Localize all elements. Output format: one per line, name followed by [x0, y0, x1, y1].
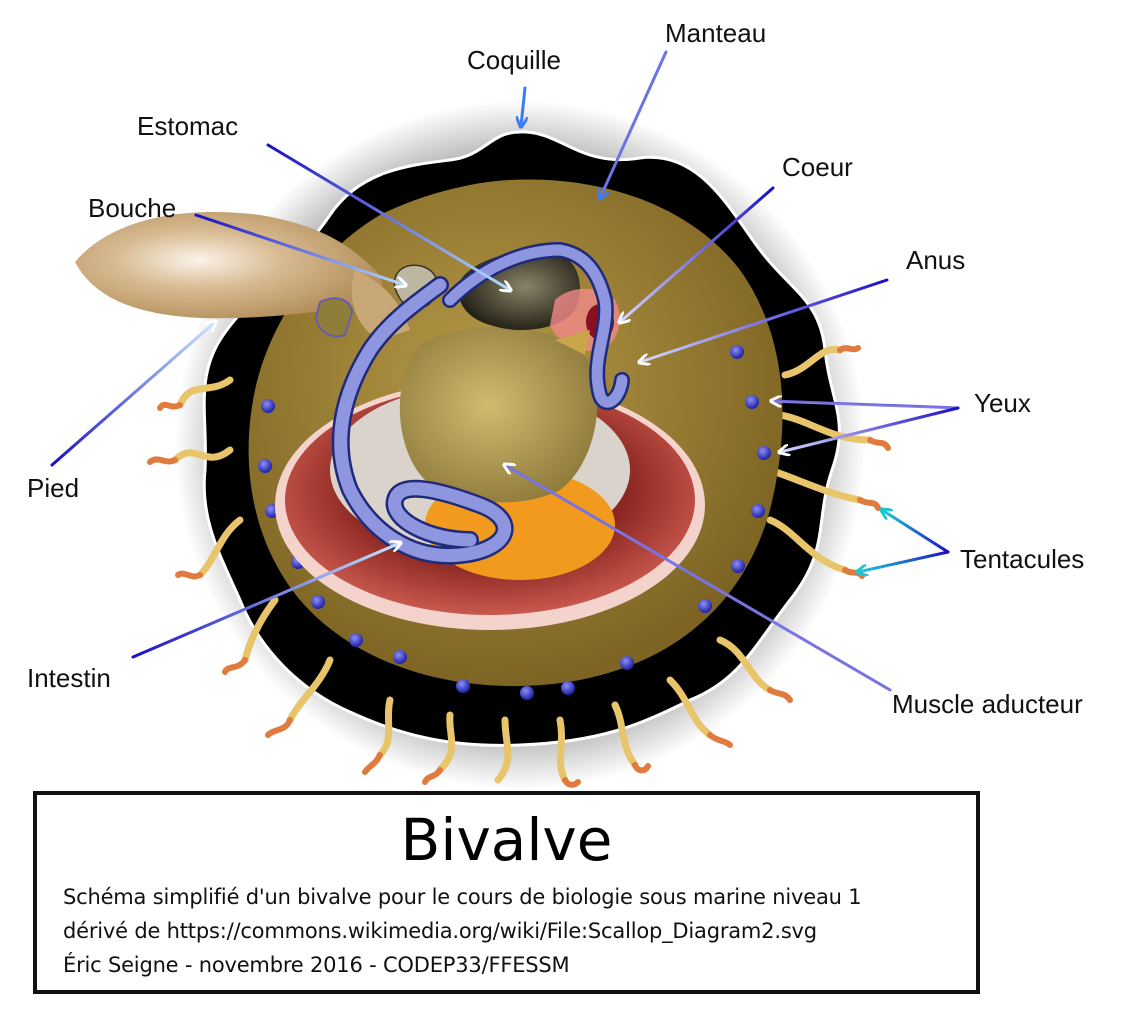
label-intestin: Intestin: [27, 663, 111, 693]
label-coquille: Coquille: [467, 45, 561, 75]
caption-description: Schéma simplifié d'un bivalve pour le co…: [63, 885, 862, 909]
caption-box: Bivalve Schéma simplifié d'un bivalve po…: [33, 791, 980, 994]
caption-source: dérivé de https://commons.wikimedia.org/…: [63, 919, 817, 943]
label-anus: Anus: [906, 245, 966, 275]
tentacles: [147, 345, 891, 788]
label-yeux: Yeux: [974, 388, 1031, 418]
bivalve-illustration: [50, 50, 960, 790]
label-coeur: Coeur: [782, 152, 853, 182]
label-estomac: Estomac: [137, 111, 239, 141]
foot: [75, 212, 383, 319]
leader-lines: [50, 50, 960, 692]
label-tentacules: Tentacules: [960, 544, 1085, 574]
label-pied: Pied: [27, 473, 80, 503]
label-muscle-aducteur: Muscle aducteur: [892, 689, 1083, 719]
label-bouche: Bouche: [88, 193, 177, 223]
eyes: [258, 345, 771, 700]
bivalve-diagram: Coquille Manteau Estomac Coeur Bouche An…: [27, 18, 1085, 790]
intestine: [331, 242, 630, 565]
caption-title: Bivalve: [400, 806, 613, 874]
label-manteau: Manteau: [665, 18, 767, 48]
caption-author: Éric Seigne - novembre 2016 - CODEP33/FF…: [63, 953, 570, 977]
adductor-muscle: [399, 326, 598, 503]
